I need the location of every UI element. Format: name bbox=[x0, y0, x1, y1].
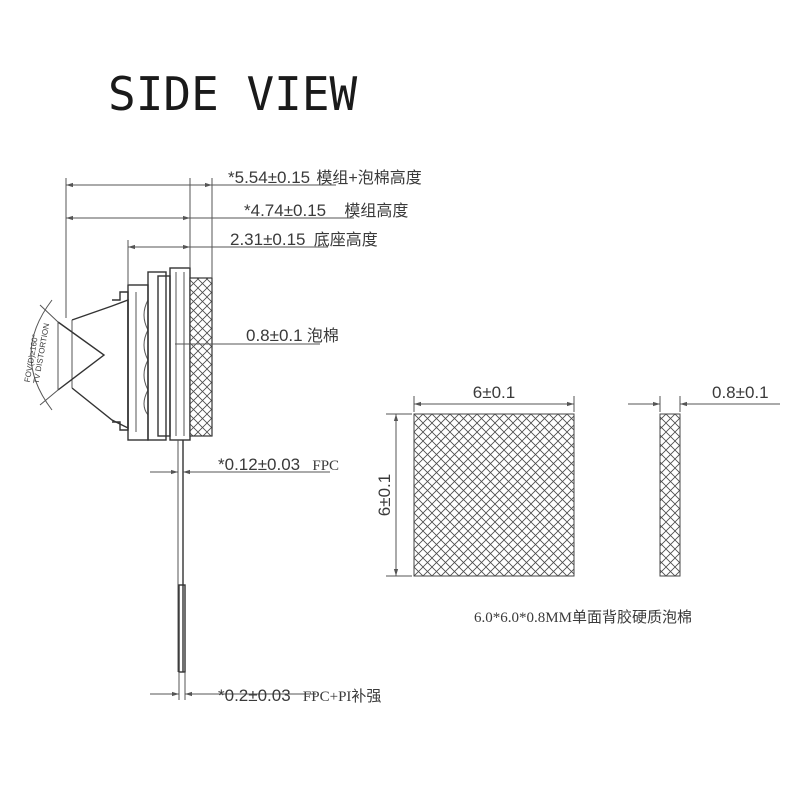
foam-square bbox=[413, 413, 575, 577]
dim-foam: 0.8±0.1 泡棉 bbox=[246, 326, 339, 345]
foam-height-label: 6±0.1 bbox=[375, 474, 394, 516]
foam-detail bbox=[386, 396, 780, 577]
dim-fpc-pi: *0.2±0.03 FPC+PI补强 bbox=[218, 686, 381, 705]
dim-module-height: *4.74±0.15 模组高度 bbox=[244, 201, 408, 220]
lens-barrel bbox=[71, 298, 129, 430]
foam-width-label: 6±0.1 bbox=[473, 383, 515, 402]
foam-block bbox=[189, 277, 213, 437]
lens-glass bbox=[57, 321, 106, 391]
sensor-layer bbox=[147, 271, 167, 441]
fov-arc bbox=[30, 299, 53, 411]
foam-caption: 6.0*6.0*0.8MM单面背胶硬质泡棉 bbox=[474, 609, 692, 626]
dimension-lines bbox=[65, 178, 354, 700]
foam-thickness-label: 0.8±0.1 bbox=[712, 383, 769, 402]
dim-total-height: *5.54±0.15 模组+泡棉高度 bbox=[228, 168, 422, 187]
dim-fpc: *0.12±0.03 FPC bbox=[218, 455, 339, 474]
camera-module-side bbox=[30, 267, 213, 673]
page-title: SIDE VIEW bbox=[108, 67, 358, 121]
pi-stiffener bbox=[178, 584, 186, 673]
pcb-layer bbox=[169, 267, 191, 441]
lens-fov-label: FOV(D)≥160° TV DISTORTION bbox=[23, 322, 51, 384]
dim-base-height: 2.31±0.15 底座高度 bbox=[230, 230, 378, 249]
lens-holder bbox=[112, 291, 129, 431]
foam-thickness-view bbox=[659, 413, 681, 577]
